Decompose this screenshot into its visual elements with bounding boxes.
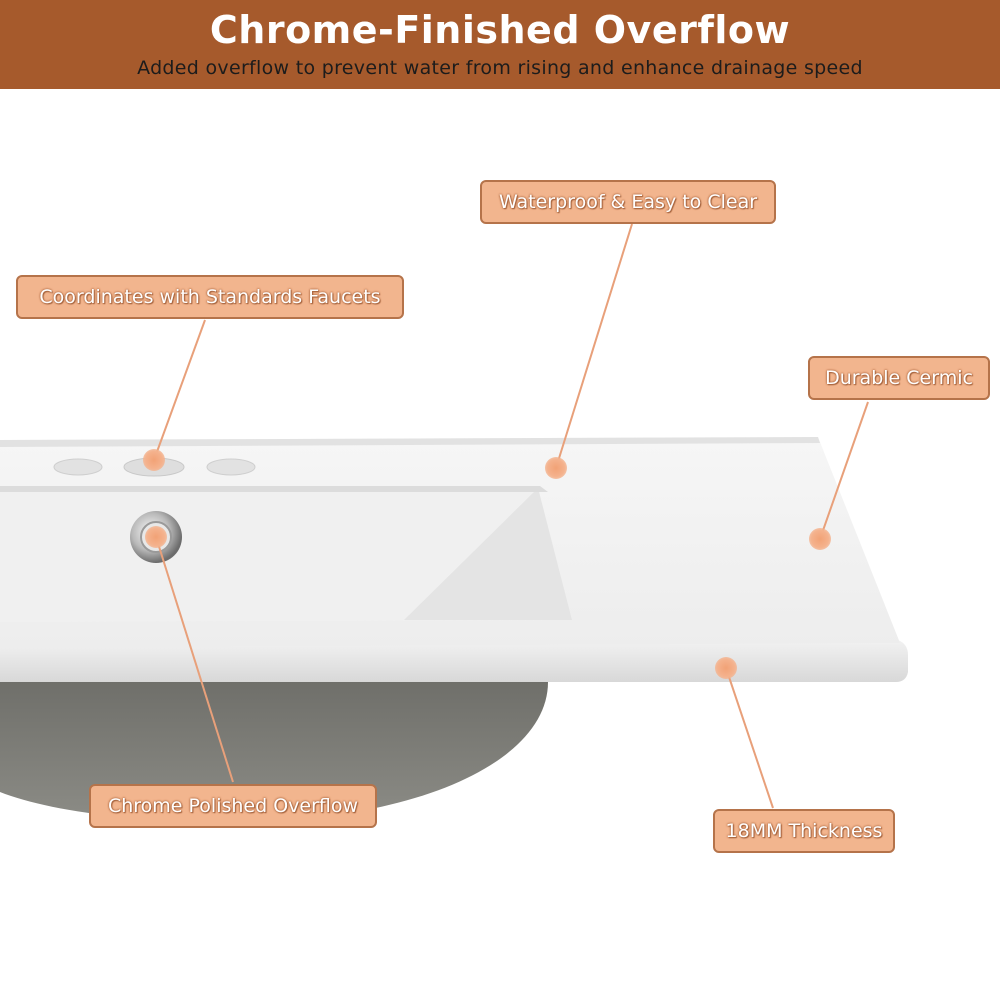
leader-overflow: [155, 536, 234, 783]
callout-ceramic: Durable Cermic: [808, 356, 990, 400]
marker-thickness: [715, 657, 737, 679]
marker-faucets: [143, 449, 165, 471]
leader-thickness: [725, 667, 774, 809]
basin-rim: [0, 486, 548, 492]
banner-subtitle: Added overflow to prevent water from ris…: [137, 57, 863, 79]
basin-wall-shadow: [404, 488, 572, 620]
marker-overflow: [145, 526, 167, 548]
marker-ceramic: [809, 528, 831, 550]
marker-waterproof: [545, 457, 567, 479]
callout-overflow: Chrome Polished Overflow: [89, 784, 377, 828]
leader-ceramic: [819, 401, 869, 540]
faucet-hole-left: [53, 458, 103, 476]
callout-thickness: 18MM Thickness: [713, 809, 895, 853]
banner-title: Chrome-Finished Overflow: [209, 8, 791, 52]
leader-waterproof: [555, 223, 633, 469]
header-banner: Chrome-Finished Overflow Added overflow …: [0, 0, 1000, 89]
callout-waterproof: Waterproof & Easy to Clear: [480, 180, 776, 224]
leader-lines: [153, 223, 869, 809]
leader-faucets: [153, 319, 206, 461]
faucet-hole-right: [206, 458, 256, 476]
callout-faucets: Coordinates with Standards Faucets: [16, 275, 404, 319]
countertop-front-edge: [0, 640, 908, 682]
countertop-top-edge: [0, 437, 820, 447]
